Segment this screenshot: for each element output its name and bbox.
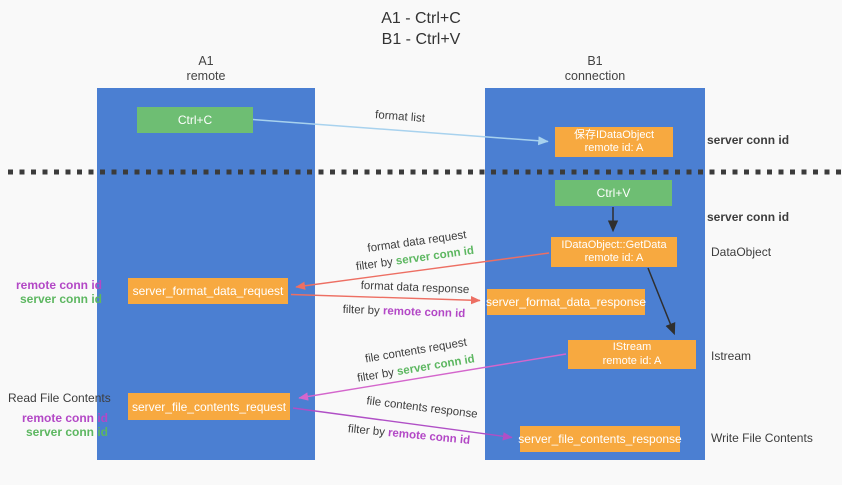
lifeline-header-a1: A1 remote [97, 54, 315, 84]
label-filter-by-remote-conn-id-2: filter by remote conn id [347, 423, 470, 447]
label-conn-id-pair-2: remote conn id server conn id [18, 411, 108, 439]
title-line-ctrlc: A1 - Ctrl+C [381, 10, 461, 27]
label-server-conn-id-mid: server conn id [707, 210, 790, 224]
filter-by-text: filter by [347, 423, 389, 439]
node-server-format-data-response: server_format_data_response [486, 289, 646, 315]
server-conn-id-label: server conn id [25, 425, 108, 439]
node-server-file-contents-request: server_file_contents_request [128, 393, 290, 420]
lifeline-b1-role: connection [564, 69, 626, 83]
node-save-idataobject: 保存IDataObject remote id: A [555, 127, 673, 157]
lifeline-a1-role: remote [186, 69, 226, 83]
label-file-contents-response: file contents response [365, 395, 479, 421]
node-server-file-contents-response: server_file_contents_response [518, 426, 682, 452]
filter-by-text: filter by [342, 303, 384, 318]
label-read-file-contents: Read File Contents [8, 391, 111, 405]
node-ctrl-c: Ctrl+C [137, 107, 253, 133]
remote-conn-id-label: remote conn id [15, 278, 102, 292]
node-idataobject-getdata: IDataObject::GetData remote id: A [551, 237, 677, 267]
node-save-idataobject-line1: 保存IDataObject [573, 128, 655, 141]
remote-conn-id-label: remote conn id [21, 411, 108, 425]
server-conn-id-label: server conn id [19, 292, 102, 306]
filter-by-text: filter by [356, 366, 399, 385]
label-dataobject: DataObject [711, 245, 772, 259]
lifeline-header-b1: B1 connection [485, 54, 705, 84]
label-istream: Istream [711, 349, 752, 363]
filter-by-text: filter by [355, 255, 397, 274]
node-getdata-line2: remote id: A [584, 252, 644, 264]
label-conn-id-pair-1: remote conn id server conn id [10, 278, 102, 306]
lifeline-a1-name: A1 [198, 54, 214, 68]
node-save-idataobject-line2: remote id: A [584, 142, 644, 154]
node-istream-line1: IStream [612, 341, 652, 353]
label-format-list: format list [374, 109, 426, 125]
node-getdata-line1: IDataObject::GetData [561, 238, 667, 251]
label-write-file-contents: Write File Contents [711, 431, 813, 445]
label-server-conn-id-top: server conn id [707, 133, 790, 147]
diagram-title: A1 - Ctrl+C B1 - Ctrl+V [0, 8, 842, 50]
node-istream: IStream remote id: A [568, 340, 696, 369]
remote-conn-id-text: remote conn id [382, 305, 466, 321]
node-server-format-data-request: server_format_data_request [128, 278, 288, 304]
lifeline-b1-name: B1 [587, 54, 603, 68]
node-ctrl-v: Ctrl+V [555, 180, 672, 206]
label-format-data-response: format data response [360, 279, 470, 297]
node-istream-line2: remote id: A [602, 354, 662, 367]
title-line-ctrlv: B1 - Ctrl+V [381, 31, 461, 48]
label-filter-by-remote-conn-id-1: filter by remote conn id [342, 304, 465, 320]
remote-conn-id-text: remote conn id [387, 427, 471, 447]
